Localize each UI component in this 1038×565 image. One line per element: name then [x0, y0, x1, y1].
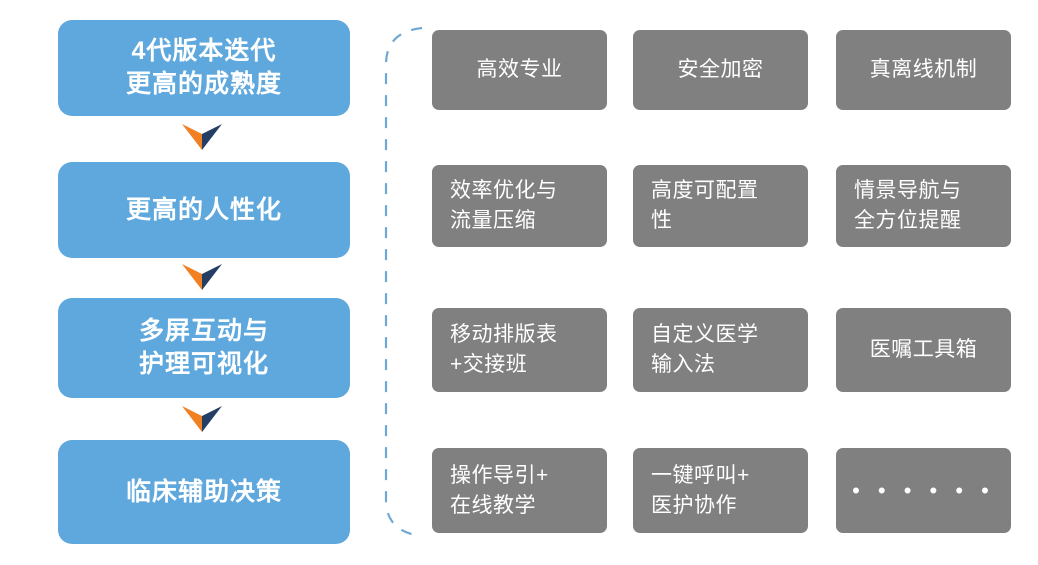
feature-box-r2c3[interactable]: 情景导航与 全方位提醒	[836, 165, 1011, 247]
arrow-down-icon-3	[182, 406, 222, 434]
dashed-bracket	[374, 24, 430, 540]
feature-box-r1c2[interactable]: 安全加密	[633, 30, 808, 110]
feature-box-r3c3[interactable]: 医嘱工具箱	[836, 308, 1011, 392]
feature-box-r2c1[interactable]: 效率优化与 流量压缩	[432, 165, 607, 247]
stage-box-2[interactable]: 更高的人性化	[58, 162, 350, 258]
feature-box-r1c1[interactable]: 高效专业	[432, 30, 607, 110]
feature-box-r4c1[interactable]: 操作导引+ 在线教学	[432, 448, 607, 533]
feature-box-r3c2[interactable]: 自定义医学 输入法	[633, 308, 808, 392]
feature-box-r4c2[interactable]: 一键呼叫+ 医护协作	[633, 448, 808, 533]
feature-box-r1c3[interactable]: 真离线机制	[836, 30, 1011, 110]
arrow-down-icon-1	[182, 124, 222, 152]
stage-box-3[interactable]: 多屏互动与 护理可视化	[58, 298, 350, 398]
stage-box-1[interactable]: 4代版本迭代 更高的成熟度	[58, 20, 350, 116]
feature-box-r4c3-ellipsis[interactable]: • • • • • •	[836, 448, 1011, 533]
arrow-down-icon-2	[182, 264, 222, 292]
feature-box-r2c2[interactable]: 高度可配置 性	[633, 165, 808, 247]
stage-box-4[interactable]: 临床辅助决策	[58, 440, 350, 544]
feature-box-r3c1[interactable]: 移动排版表 +交接班	[432, 308, 607, 392]
